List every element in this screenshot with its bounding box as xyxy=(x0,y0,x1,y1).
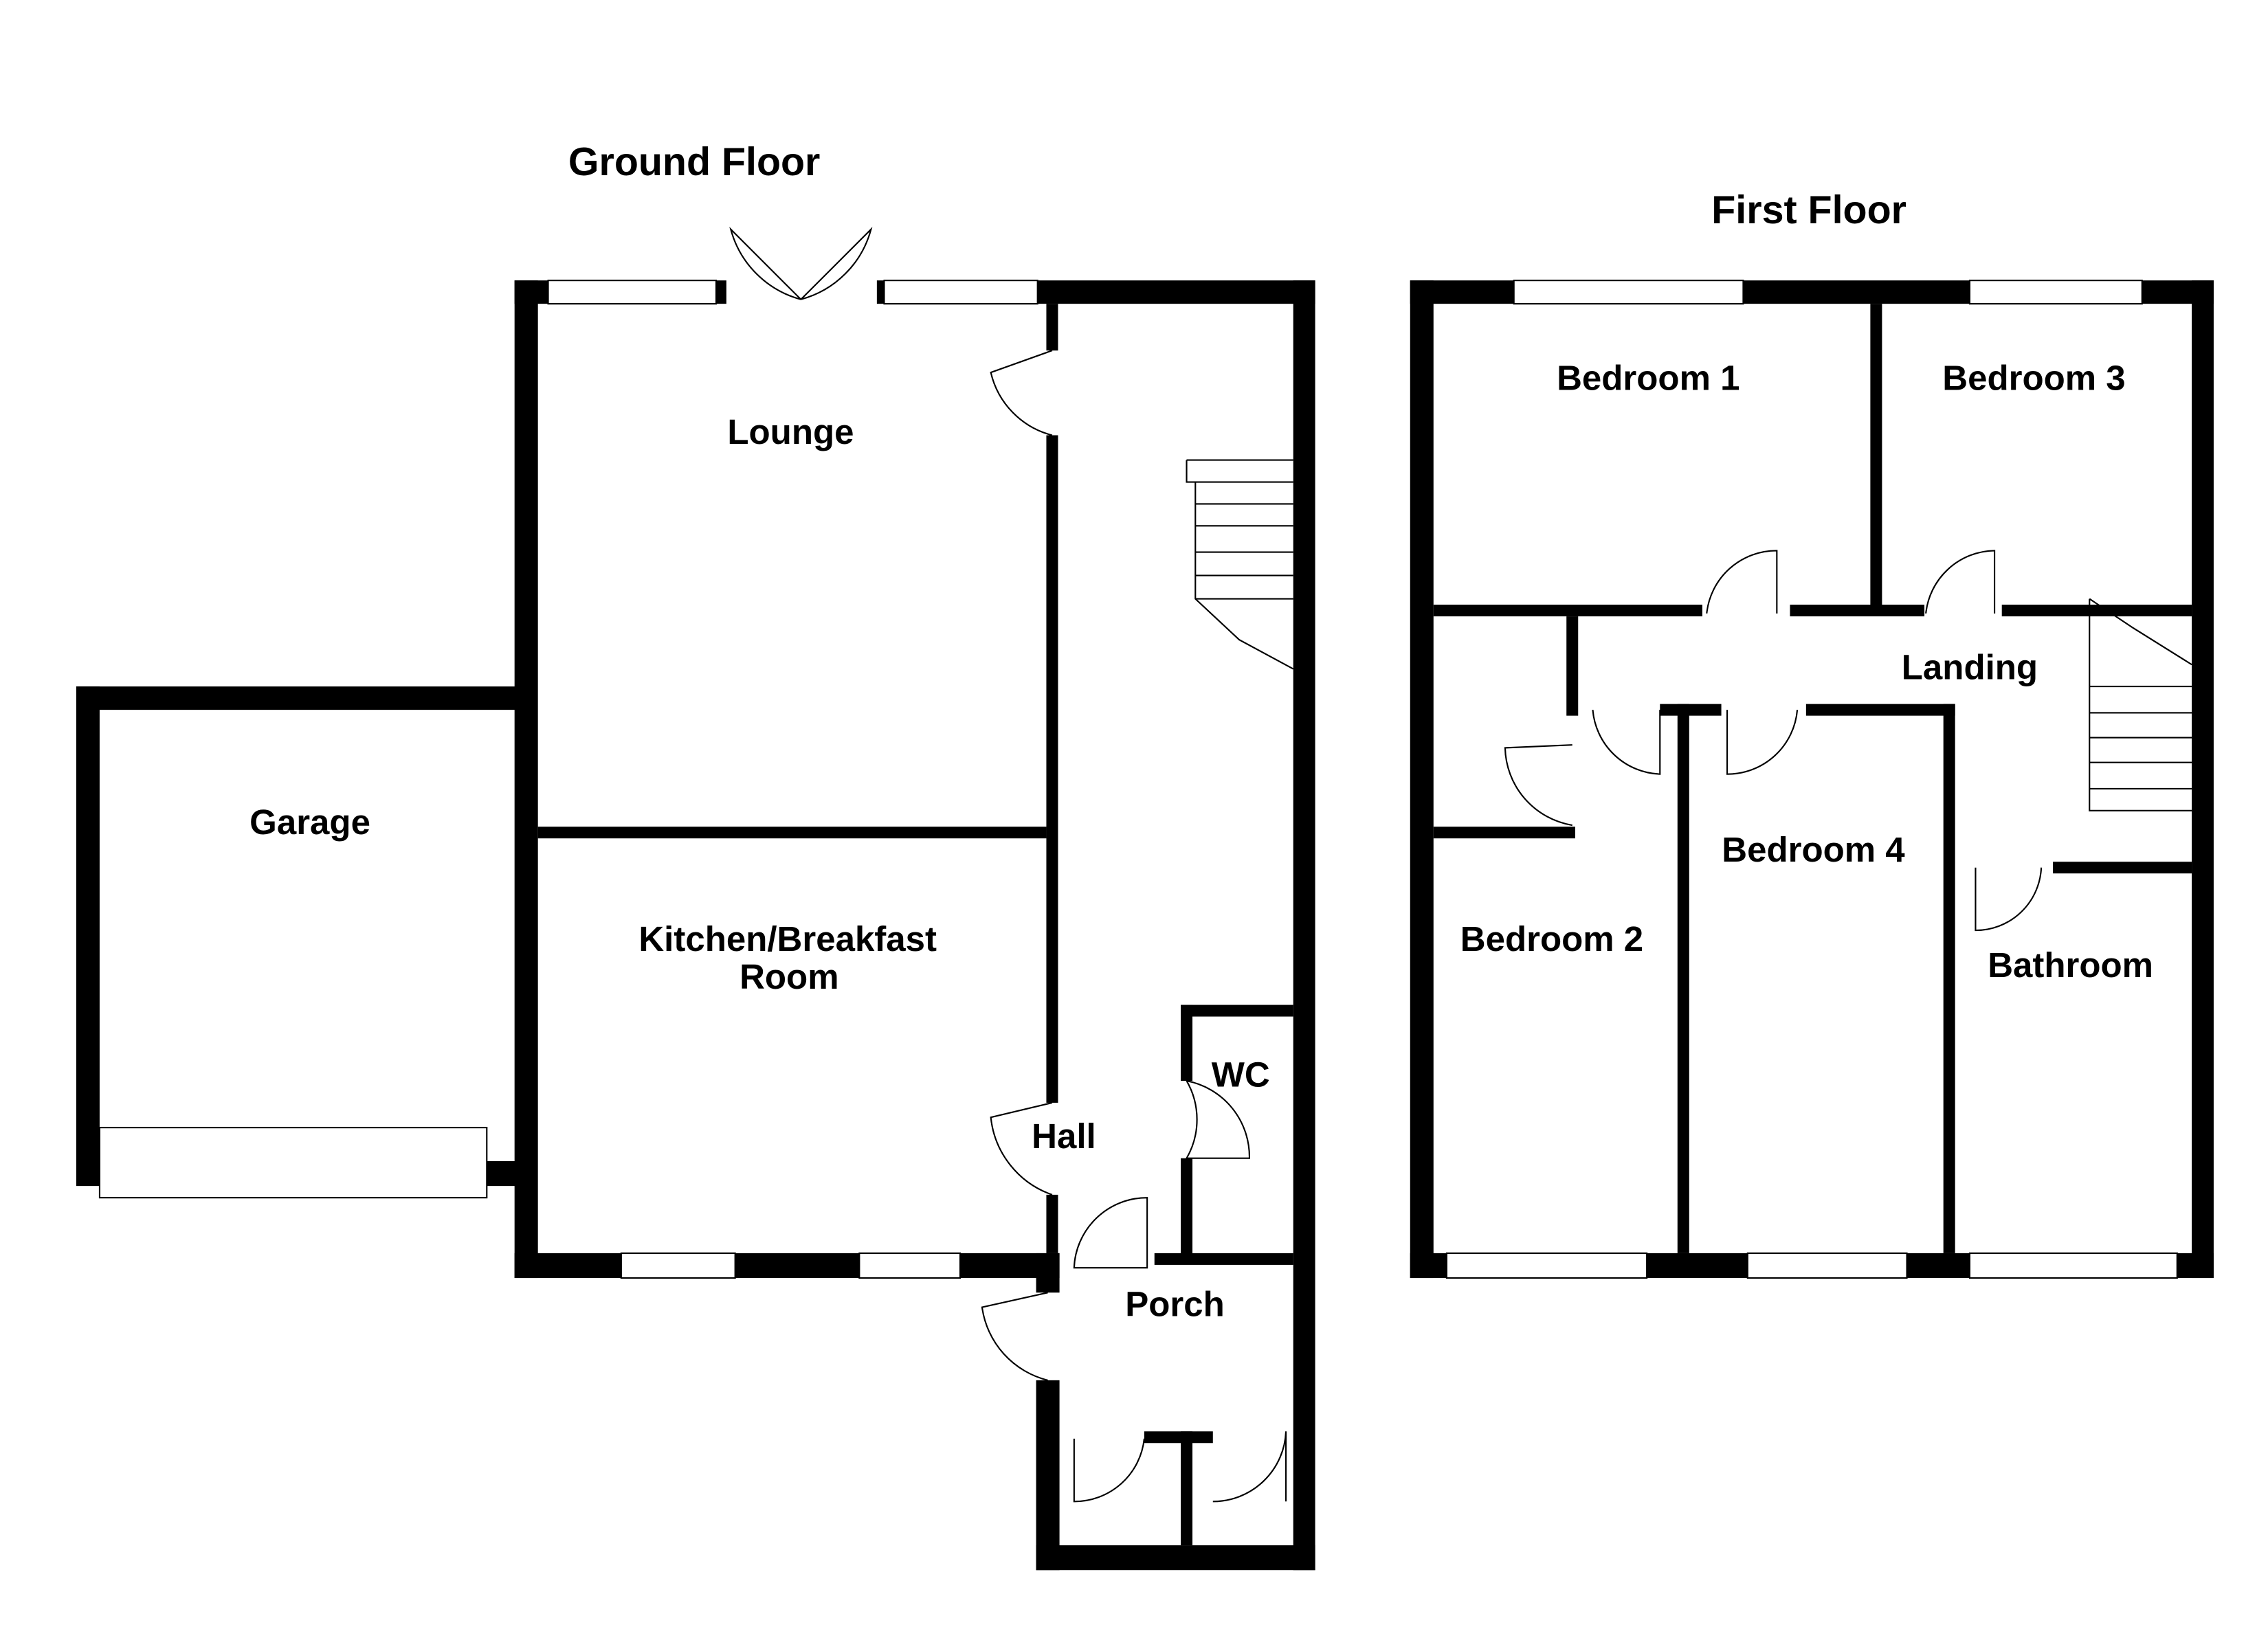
room-label-hall: Hall xyxy=(1032,1117,1096,1156)
window xyxy=(1513,280,1744,305)
window xyxy=(1968,1252,2178,1279)
staircase xyxy=(1186,459,1294,670)
room-label-kitchen: Kitchen/Breakfast xyxy=(638,919,937,958)
room-label-porch: Porch xyxy=(1125,1284,1225,1323)
window xyxy=(1445,1252,1648,1279)
room-label-lounge: Lounge xyxy=(727,412,854,451)
garage-door xyxy=(98,1127,488,1199)
window xyxy=(858,1252,961,1279)
door-swings xyxy=(729,227,1287,1503)
first-floor-title: First Floor xyxy=(1711,188,1906,232)
room-label-bedroom-2: Bedroom 2 xyxy=(1460,919,1643,958)
first-floor-plan: First Floor Bedroom 1 B xyxy=(1410,188,2214,1279)
window xyxy=(883,280,1038,305)
room-label-wc: WC xyxy=(1212,1055,1270,1095)
window xyxy=(547,280,718,305)
room-label-bedroom-3: Bedroom 3 xyxy=(1942,359,2125,398)
room-label-garage: Garage xyxy=(249,803,370,842)
ground-floor-plan: Ground Floor xyxy=(76,140,1315,1571)
ground-floor-title: Ground Floor xyxy=(568,140,821,184)
room-label-bathroom: Bathroom xyxy=(1988,945,2153,985)
room-label-bedroom-1: Bedroom 1 xyxy=(1557,359,1739,398)
window xyxy=(620,1252,736,1279)
window xyxy=(1746,1252,1908,1279)
staircase xyxy=(2089,598,2192,811)
room-label-landing: Landing xyxy=(1902,647,2038,686)
room-label-kitchen-2: Room xyxy=(740,957,838,996)
window xyxy=(1968,280,2143,305)
room-label-bedroom-4: Bedroom 4 xyxy=(1722,830,1905,869)
door-swings xyxy=(1504,550,2043,932)
